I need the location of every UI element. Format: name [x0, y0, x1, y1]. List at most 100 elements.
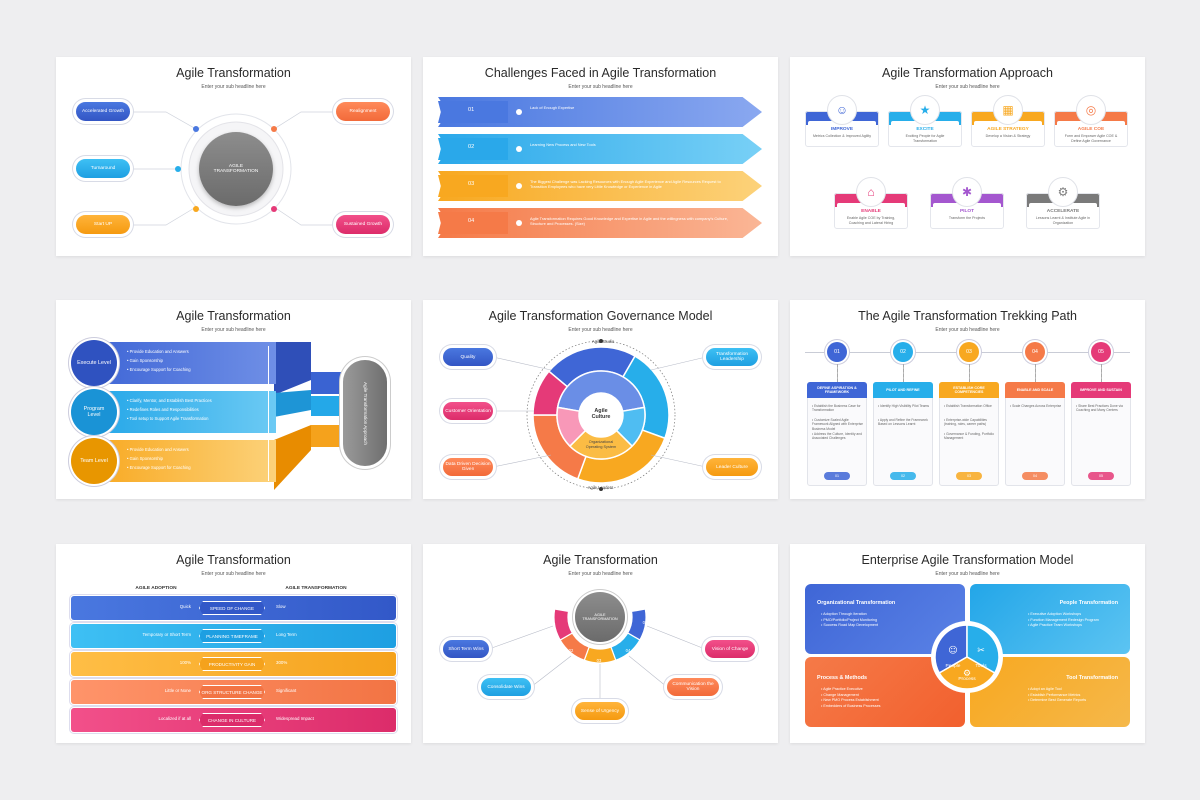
top-label: Agile Studio — [591, 339, 615, 344]
node-sense-of-urgency[interactable]: Sense of Urgency — [575, 702, 625, 720]
segment-number: 05 — [643, 620, 648, 625]
quadrant[interactable]: People Transformation• Executive Adoptio… — [970, 584, 1130, 654]
left-pill-1[interactable]: Accelerated Growth — [76, 102, 130, 121]
slide-challenges[interactable]: Challenges Faced in Agile Transformation… — [423, 57, 778, 256]
card-label: AGILE COE — [1077, 127, 1105, 132]
building-icon: ⌂ — [856, 177, 886, 207]
right-value: Long Term — [276, 632, 297, 637]
left-pill-data[interactable]: Data Driven Decision Given — [443, 458, 493, 476]
level-circle: Program Level — [71, 389, 117, 435]
step-number: 03 — [959, 342, 979, 362]
node-vision-of-change[interactable]: Vision of Change — [705, 640, 755, 658]
level-row[interactable]: Program Level• Clarify, Mentor, and Esta… — [71, 389, 276, 435]
governance-wheel — [492, 339, 707, 491]
slide-agile-transformation-levels[interactable]: Agile Transformation Enter your sub head… — [56, 300, 411, 499]
right-value: 300% — [276, 660, 288, 665]
right-value: Slow — [276, 604, 286, 609]
step-badge: 03 — [956, 472, 982, 480]
quadrant-item: • Adopt an Agile Tool — [1028, 687, 1062, 691]
slide-trekking-path[interactable]: The Agile Transformation Trekking Path E… — [790, 300, 1145, 499]
slide-governance[interactable]: Agile Transformation Governance Model En… — [423, 300, 778, 499]
quadrant[interactable]: Organizational Transformation• Adoption … — [805, 584, 965, 654]
level-item: • Tool setup to Support Agile Transforma… — [127, 416, 209, 421]
level-item: • Redefines Roles and Responsibilities — [127, 407, 199, 412]
arc-segment — [610, 632, 641, 661]
quadrant-item: • Change Management — [821, 692, 859, 697]
step-item: • Governance & Funding, Portfolio Manage… — [944, 432, 994, 441]
funnel-shapes — [274, 342, 343, 490]
left-value: Quick — [179, 604, 191, 609]
segment-number: 04 — [626, 648, 631, 653]
right-pill-leadership[interactable]: Transformation Leadership — [706, 348, 758, 366]
step-item: • Apply and Refine the Framework Based o… — [878, 418, 928, 427]
tools-icon: ✂ — [977, 646, 985, 656]
quadrant-item: • New PMO Process Establishment — [821, 698, 879, 703]
step-number: 04 — [1025, 342, 1045, 362]
node-short-term-wins[interactable]: Short Term Wins — [443, 640, 489, 658]
slide-agile-transformation-kotter[interactable]: Agile Transformation Enter your sub head… — [423, 544, 778, 743]
step-number: 02 — [893, 342, 913, 362]
left-pill-quality[interactable]: Quality — [443, 348, 493, 366]
slide-agile-transformation-1[interactable]: Agile Transformation Enter your sub head… — [56, 57, 411, 256]
people-star-icon: ★ — [910, 95, 940, 125]
row-text: Lack of Enough Expertise — [530, 105, 575, 110]
level-row[interactable]: Execute Level• Provide Education and Ans… — [71, 340, 276, 386]
left-pill-2[interactable]: Turnaround — [76, 159, 130, 178]
slide-adoption-vs-transformation[interactable]: Agile Transformation Enter your sub head… — [56, 544, 411, 743]
card-desc: Lessons Learnt & Institute Agile in Orga… — [1035, 216, 1091, 225]
step-item: • Scale Changes Across Enterprise — [1010, 404, 1062, 408]
step-connector — [837, 364, 838, 382]
left-pill-3[interactable]: Start UP — [76, 215, 130, 234]
left-pill-customer[interactable]: Customer Orientation — [443, 402, 493, 420]
node-consolidate-wins[interactable]: Consolidate Wins — [481, 678, 531, 696]
step-item: • Customize Scaled Agile Framework Align… — [812, 418, 863, 431]
level-item: • Gain Sponsorship — [127, 456, 163, 461]
center-label: Agile Culture — [591, 408, 611, 420]
card-label: IMPROVE — [830, 127, 854, 132]
card-inner — [933, 203, 1001, 227]
right-pill-culture[interactable]: Leader Culture — [706, 458, 758, 476]
card-desc: Transform the Projects — [948, 216, 986, 220]
row-dot — [516, 146, 522, 152]
slide-title: Agile Transformation Governance Model — [488, 309, 713, 323]
middle-label: ORG STRUCTURE CHANGE — [199, 685, 265, 699]
step-item: • Establish Transformation Office — [944, 404, 992, 408]
slide-title: Agile Transformation — [176, 309, 291, 323]
quadrant-item: • Agile Practice Executive — [821, 687, 863, 691]
node-communication[interactable]: Communication the Vision — [667, 678, 719, 696]
step-card — [807, 382, 867, 486]
right-pill-1[interactable]: Realignment — [336, 102, 390, 121]
slide-approach[interactable]: Agile Transformation Approach Enter your… — [790, 57, 1145, 256]
row-tab — [438, 212, 508, 234]
slide-enterprise-model[interactable]: Enterprise Agile Transformation Model En… — [790, 544, 1145, 743]
quadrant-item: • Success Road Map Development — [821, 623, 879, 628]
right-pill-2[interactable]: Sustained Growth — [336, 215, 390, 234]
slide-subtitle: Enter your sub headline here — [201, 84, 266, 90]
slide-subtitle: Enter your sub headline here — [568, 571, 633, 577]
level-row[interactable]: Team Level• Provide Education and Answer… — [71, 438, 276, 484]
slide-subtitle: Enter your sub headline here — [568, 84, 633, 90]
approach-capsule: Agile Transformation Approach — [343, 360, 387, 466]
quadrant-head: Tool Transformation — [1066, 675, 1118, 681]
